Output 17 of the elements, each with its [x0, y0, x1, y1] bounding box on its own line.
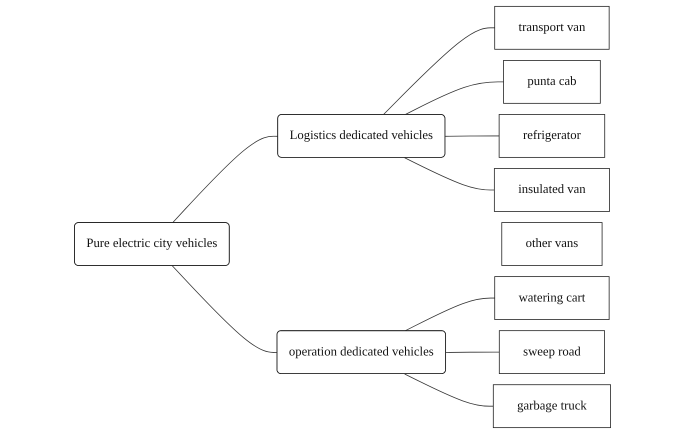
node-box: other vans — [501, 222, 602, 266]
connector — [172, 265, 278, 353]
node-box: sweep road — [498, 330, 605, 374]
connector — [172, 136, 278, 224]
connector — [446, 352, 500, 353]
connector — [382, 27, 496, 116]
node-box: punta cab — [503, 60, 601, 104]
connector — [404, 157, 495, 190]
node-box: transport van — [494, 6, 610, 50]
connector — [404, 81, 504, 116]
node-box: garbage truck — [492, 384, 611, 428]
connector — [444, 136, 500, 137]
node-box: refrigerator — [498, 114, 606, 158]
connector — [404, 298, 496, 332]
connector — [404, 374, 494, 407]
node-box: insulated van — [494, 168, 610, 212]
node-box: watering cart — [494, 276, 610, 320]
